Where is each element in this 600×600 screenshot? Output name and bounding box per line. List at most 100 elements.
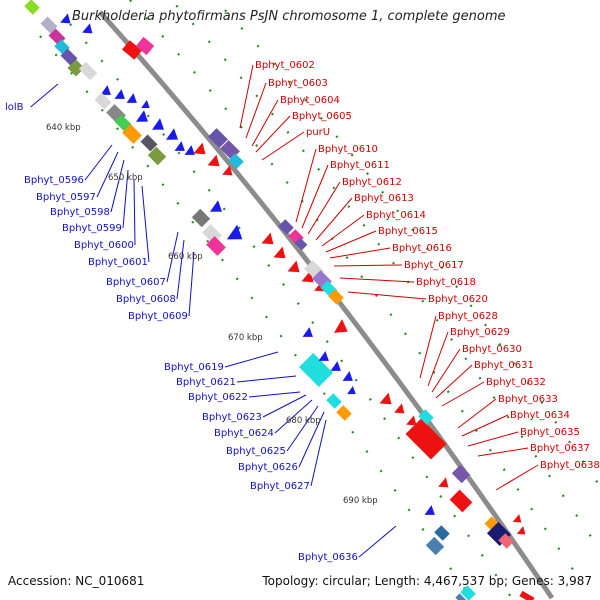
gene-label-right[interactable]: Bphyt_0632: [486, 377, 546, 388]
gene-label-right[interactable]: Bphyt_0637: [530, 443, 590, 454]
gene-label-right[interactable]: Bphyt_0614: [366, 210, 426, 221]
gene-arrow[interactable]: [193, 142, 211, 160]
gene-label-left[interactable]: Bphyt_0609: [128, 311, 188, 322]
gene-label-left[interactable]: Bphyt_0622: [188, 392, 248, 403]
gene-block[interactable]: [191, 208, 211, 228]
gene-label-left[interactable]: Bphyt_0625: [226, 446, 286, 457]
gene-block[interactable]: [434, 525, 450, 541]
gene-arrow[interactable]: [100, 85, 115, 100]
gene-block[interactable]: [418, 409, 434, 425]
gene-label-right[interactable]: Bphyt_0633: [498, 394, 558, 405]
gene-arrow[interactable]: [302, 327, 317, 342]
gene-arrow[interactable]: [516, 526, 529, 538]
gene-arrow[interactable]: [151, 118, 168, 135]
gene-label-right[interactable]: Bphyt_0611: [330, 160, 390, 171]
gene-arrow[interactable]: [207, 154, 225, 172]
gene-label-left[interactable]: Bphyt_0597: [36, 192, 96, 203]
gene-block[interactable]: [147, 146, 167, 166]
gene-label-left[interactable]: Bphyt_0598: [50, 207, 110, 218]
gene-block[interactable]: [405, 418, 447, 460]
gene-arrow[interactable]: [114, 89, 129, 104]
gene-arrow[interactable]: [379, 392, 397, 410]
gene-label-left[interactable]: Bphyt_0624: [214, 428, 274, 439]
gene-arrow[interactable]: [287, 260, 305, 278]
gene-label-right[interactable]: Bphyt_0615: [378, 226, 438, 237]
gene-label-right[interactable]: Bphyt_0602: [255, 60, 315, 71]
gene-arrow[interactable]: [82, 23, 96, 38]
gene-label-left[interactable]: Bphyt_0627: [250, 481, 310, 492]
gene-block[interactable]: [455, 593, 467, 600]
gene-label-left[interactable]: Bphyt_0619: [164, 362, 224, 373]
gene-block[interactable]: [208, 128, 228, 148]
gene-label-left[interactable]: Bphyt_0596: [24, 175, 84, 186]
gene-label-left[interactable]: Bphyt_0623: [202, 412, 262, 423]
gene-arrow[interactable]: [342, 371, 357, 386]
gene-label-right[interactable]: Bphyt_0610: [318, 144, 378, 155]
gene-block[interactable]: [328, 289, 344, 305]
gene-block[interactable]: [122, 40, 142, 60]
gene-label-right[interactable]: Bphyt_0617: [404, 260, 464, 271]
gene-arrow[interactable]: [334, 319, 352, 338]
gene-block[interactable]: [449, 489, 473, 513]
gene-arrow[interactable]: [318, 351, 333, 366]
gene-block[interactable]: [60, 48, 78, 66]
gene-block[interactable]: [326, 393, 342, 409]
gene-label-left[interactable]: Bphyt_0600: [74, 240, 134, 251]
gene-arrow[interactable]: [330, 361, 345, 376]
gene-arrow[interactable]: [222, 165, 236, 180]
gene-block[interactable]: [122, 124, 142, 144]
gene-label-right[interactable]: Bphyt_0628: [438, 311, 498, 322]
gene-arrow[interactable]: [261, 232, 279, 250]
gene-label-right[interactable]: Bphyt_0620: [428, 294, 488, 305]
gene-arrow[interactable]: [438, 477, 452, 492]
gene-block[interactable]: [206, 236, 226, 256]
gene-arrow[interactable]: [60, 13, 74, 28]
gene-label-right[interactable]: Bphyt_0605: [292, 111, 352, 122]
gene-arrow[interactable]: [184, 145, 199, 160]
gene-block[interactable]: [228, 153, 244, 169]
gene-label-right[interactable]: Bphyt_0618: [416, 277, 476, 288]
gene-label-right[interactable]: Bphyt_0603: [268, 78, 328, 89]
gene-block[interactable]: [67, 59, 85, 77]
gene-block[interactable]: [78, 61, 98, 81]
gene-arrow[interactable]: [165, 128, 182, 145]
gene-label-right[interactable]: Bphyt_0613: [354, 193, 414, 204]
gene-label-right[interactable]: Bphyt_0612: [342, 177, 402, 188]
gene-arrow[interactable]: [512, 514, 525, 526]
gene-block[interactable]: [425, 536, 445, 556]
gene-block[interactable]: [336, 405, 352, 421]
gene-block[interactable]: [460, 585, 476, 600]
gene-block[interactable]: [299, 353, 333, 387]
gene-arrow[interactable]: [226, 224, 248, 247]
gene-arrow[interactable]: [135, 110, 152, 127]
gene-label-left[interactable]: Bphyt_0599: [62, 223, 122, 234]
gene-label-left[interactable]: lolB: [5, 102, 24, 113]
gene-block[interactable]: [498, 533, 514, 549]
gene-block[interactable]: [135, 36, 155, 56]
gene-block[interactable]: [94, 92, 112, 110]
gene-label-right[interactable]: purU: [306, 127, 330, 138]
gene-block[interactable]: [114, 114, 132, 132]
gene-arrow[interactable]: [273, 246, 291, 264]
gene-label-right[interactable]: Bphyt_0629: [450, 327, 510, 338]
gene-block[interactable]: [294, 237, 308, 251]
gene-label-left[interactable]: Bphyt_0636: [298, 552, 358, 563]
gene-label-right[interactable]: Bphyt_0631: [474, 360, 534, 371]
gene-block[interactable]: [40, 16, 58, 34]
gene-label-right[interactable]: Bphyt_0634: [510, 410, 570, 421]
gene-arrow[interactable]: [394, 403, 408, 418]
gene-block[interactable]: [140, 134, 158, 152]
gene-arrow[interactable]: [424, 505, 439, 520]
gene-label-right[interactable]: Bphyt_0630: [462, 344, 522, 355]
gene-block[interactable]: [451, 464, 471, 484]
gene-arrow[interactable]: [209, 200, 226, 217]
gene-label-right[interactable]: Bphyt_0635: [520, 427, 580, 438]
gene-arrow[interactable]: [126, 93, 141, 108]
gene-label-right[interactable]: Bphyt_0638: [540, 460, 600, 471]
gene-block[interactable]: [278, 219, 294, 235]
gene-block[interactable]: [519, 590, 535, 600]
gene-arrow[interactable]: [406, 415, 420, 430]
gene-label-left[interactable]: Bphyt_0608: [116, 294, 176, 305]
gene-arrow[interactable]: [347, 385, 358, 398]
gene-label-right[interactable]: Bphyt_0616: [392, 243, 452, 254]
